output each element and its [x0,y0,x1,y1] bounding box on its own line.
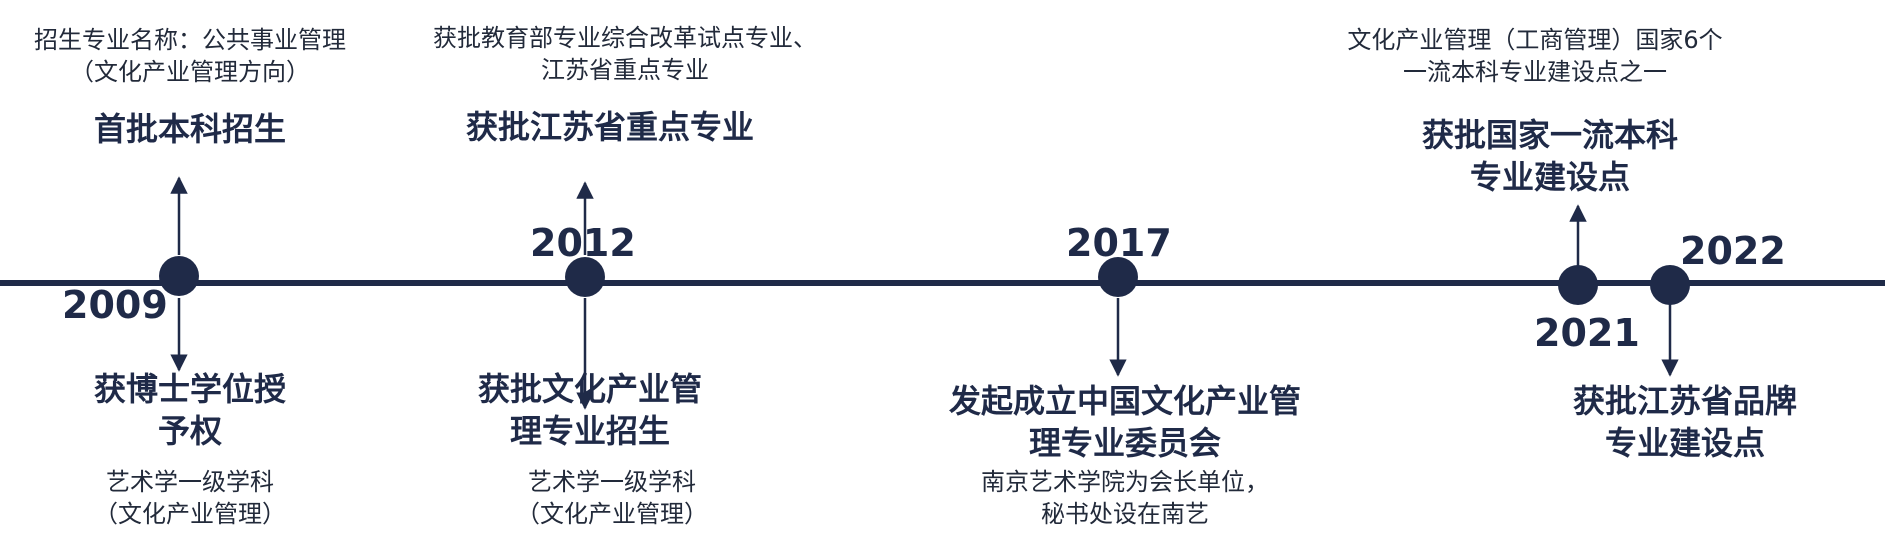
event-2012-below-desc-line-2: （文化产业管理） [516,500,708,528]
event-2012-below-desc: 艺术学一级学科 （文化产业管理） [462,466,762,530]
node-2012 [565,257,605,297]
event-2017-below-desc: 南京艺术学院为会长单位， 秘书处设在南艺 [935,466,1315,530]
event-2012-above-desc-line-1: 获批教育部专业综合改革试点专业、 [433,24,817,52]
event-2009-above-desc-line-1: 招生专业名称：公共事业管理 [34,26,346,54]
event-2022-year: 2022 [1680,229,1786,273]
event-2009-below-title: 获博士学位授 予权 [40,368,340,452]
event-2021-above-title-line-1: 获批国家一流本科 [1421,116,1678,154]
event-2021-year: 2021 [1534,311,1640,355]
event-2012-below-title-line-2: 理专业招生 [509,412,670,450]
event-2009-below-desc-line-2: （文化产业管理） [94,500,286,528]
event-2009-below-desc: 艺术学一级学科 （文化产业管理） [40,466,340,530]
event-2009-year: 2009 [62,283,168,327]
event-2017-below-desc-line-2: 秘书处设在南艺 [1041,500,1209,528]
event-2022-below-title-line-2: 专业建设点 [1604,424,1765,462]
event-2017-below-title-line-1: 发起成立中国文化产业管 [948,382,1301,420]
event-2022-below-title: 获批江苏省品牌 专业建设点 [1535,380,1835,464]
event-2012-above-title: 获批江苏省重点专业 [435,106,785,148]
event-2021-above-title-line-2: 专业建设点 [1469,158,1630,196]
event-2017-below-title: 发起成立中国文化产业管 理专业委员会 [930,380,1320,464]
node-2021 [1558,265,1598,305]
event-2009-above-desc-line-2: （文化产业管理方向） [70,58,310,86]
event-2021-above-desc-line-1: 文化产业管理（工商管理）国家6个 [1347,26,1723,54]
node-2009 [159,256,199,296]
event-2009-above-title: 首批本科招生 [40,108,340,150]
event-2009-below-title-line-1: 获博士学位授 [93,370,286,408]
event-2017-year: 2017 [1066,221,1172,265]
event-2009-above-desc: 招生专业名称：公共事业管理 （文化产业管理方向） [10,24,370,88]
event-2012-below-desc-line-1: 艺术学一级学科 [528,468,696,496]
event-2017-below-desc-line-1: 南京艺术学院为会长单位， [981,468,1269,496]
node-2017 [1098,257,1138,297]
event-2022-below-title-line-1: 获批江苏省品牌 [1572,382,1797,420]
event-2012-above-desc: 获批教育部专业综合改革试点专业、 江苏省重点专业 [405,22,845,86]
event-2012-above-title-line-1: 获批江苏省重点专业 [465,108,754,146]
event-2021-above-desc-line-2: 一流本科专业建设点之一 [1403,58,1667,86]
event-2009-below-title-line-2: 予权 [157,412,222,450]
event-2021-above-desc: 文化产业管理（工商管理）国家6个 一流本科专业建设点之一 [1315,24,1755,88]
event-2012-year: 2012 [530,221,636,265]
event-2009-above-title-line-1: 首批本科招生 [93,110,286,148]
event-2021-above-title: 获批国家一流本科 专业建设点 [1400,114,1700,198]
event-2012-below-title-line-1: 获批文化产业管 [477,370,702,408]
event-2009-below-desc-line-1: 艺术学一级学科 [106,468,274,496]
node-2022 [1650,265,1690,305]
event-2012-above-desc-line-2: 江苏省重点专业 [541,56,709,84]
event-2012-below-title: 获批文化产业管 理专业招生 [440,368,740,452]
event-2017-below-title-line-2: 理专业委员会 [1028,424,1221,462]
